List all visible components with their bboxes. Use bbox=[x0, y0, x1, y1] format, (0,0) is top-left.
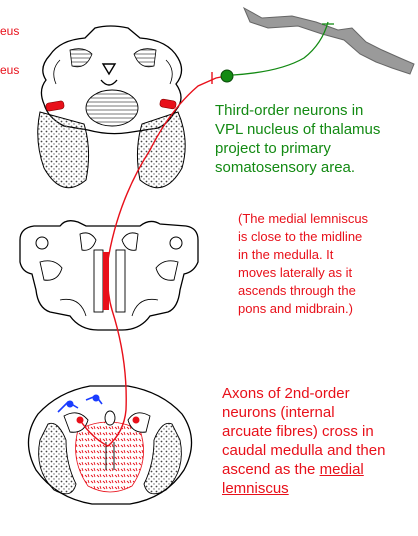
medial-lemniscus-note: (The medial lemniscus is close to the mi… bbox=[238, 210, 368, 318]
note-line: moves laterally as it bbox=[238, 264, 368, 282]
second-order-line: neurons (internal bbox=[222, 403, 385, 422]
third-order-annotation: Third-order neurons in VPL nucleus of th… bbox=[215, 101, 380, 177]
note-line: is close to the midline bbox=[238, 228, 368, 246]
second-order-line: arcuate fibres) cross in bbox=[222, 422, 385, 441]
cut-label-2: eus bbox=[0, 63, 19, 77]
note-line: pons and midbrain.) bbox=[238, 300, 368, 318]
second-order-line-last: ascend as the medial bbox=[222, 460, 385, 479]
vpl-neuron bbox=[221, 70, 233, 82]
second-order-prefix: ascend as the bbox=[222, 461, 320, 478]
second-order-annotation: Axons of 2nd-order neurons (internal arc… bbox=[222, 384, 385, 498]
note-line: in the medulla. It bbox=[238, 246, 368, 264]
lemniscus-underlined: lemniscus bbox=[222, 480, 289, 497]
second-order-line: caudal medulla and then bbox=[222, 441, 385, 460]
second-order-line-lemniscus: lemniscus bbox=[222, 479, 385, 498]
third-order-line: somatosensory area. bbox=[215, 158, 380, 177]
second-order-line: Axons of 2nd-order bbox=[222, 384, 385, 403]
cortex-gyrus bbox=[244, 8, 414, 74]
midbrain-section bbox=[38, 26, 185, 188]
third-order-line: Third-order neurons in bbox=[215, 101, 380, 120]
third-order-line: VPL nucleus of thalamus bbox=[215, 120, 380, 139]
note-line: ascends through the bbox=[238, 282, 368, 300]
cut-label-1: eus bbox=[0, 24, 19, 38]
medulla-rostral-section bbox=[20, 221, 198, 330]
note-line: (The medial lemniscus bbox=[238, 210, 368, 228]
third-order-line: project to primary bbox=[215, 139, 380, 158]
medial-underlined: medial bbox=[320, 461, 364, 478]
